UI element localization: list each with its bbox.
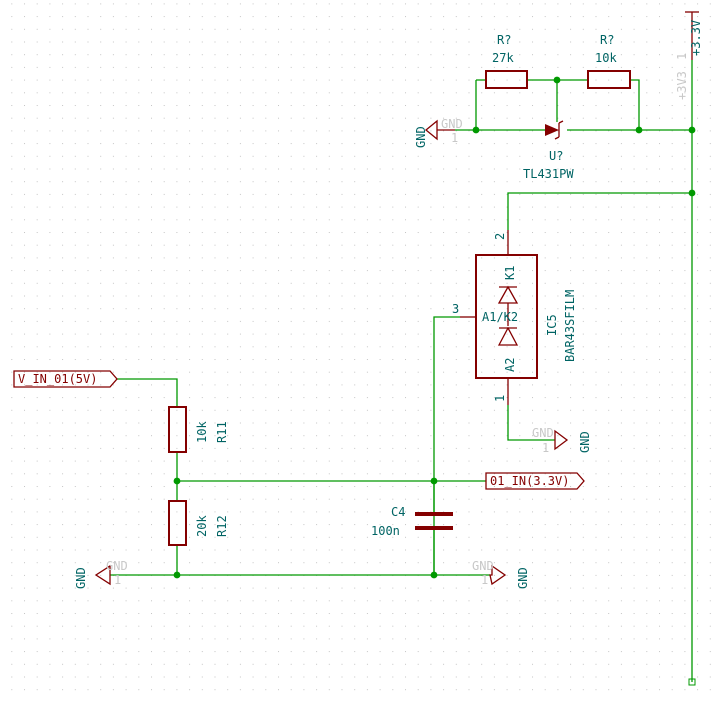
resistor-27k[interactable]: R? 27k bbox=[485, 33, 528, 89]
junction-dot bbox=[553, 76, 561, 84]
ic5-dual-diode[interactable]: K1 A1/K2 A2 2 3 1 IC5 BAR43SFILM bbox=[452, 230, 577, 405]
gnd-bottom-left-pin: 1 bbox=[114, 573, 121, 587]
ic5-value: BAR43SFILM bbox=[563, 290, 577, 362]
ic5-a2: A2 bbox=[503, 358, 517, 372]
resistor-10k-top[interactable]: R? 10k bbox=[587, 33, 631, 89]
rail-end-marker bbox=[688, 678, 696, 686]
ic5-ref: IC5 bbox=[545, 314, 559, 336]
gnd-symbol-top[interactable]: GND GND 1 bbox=[414, 117, 463, 148]
tl431-value: TL431PW bbox=[523, 167, 574, 181]
gnd-symbol-bottom-right[interactable]: GND GND 1 bbox=[472, 559, 530, 589]
ic5-k1: K1 bbox=[503, 266, 517, 280]
gnd-bottom-left-arrow bbox=[94, 564, 111, 586]
tl431-ref: U? bbox=[549, 149, 563, 163]
junction-dot bbox=[688, 126, 696, 134]
power-3v3-label: +3.3V bbox=[689, 20, 703, 56]
label-v-in-frame bbox=[13, 370, 118, 388]
label-v-in[interactable]: V_IN_01(5V) bbox=[13, 370, 118, 388]
resistor-10k-top-body bbox=[587, 70, 631, 89]
power-3v3-ref: +3V3 bbox=[675, 71, 689, 100]
resistor-r11-body bbox=[168, 406, 187, 453]
resistor-r11-ref: R11 bbox=[215, 421, 229, 443]
ic5-diode-lower bbox=[497, 326, 519, 346]
label-v-in-text: V_IN_01(5V) bbox=[18, 372, 97, 386]
junction-dot bbox=[688, 189, 696, 197]
ic5-pin3-number: 3 bbox=[452, 302, 459, 316]
label-01-in-frame bbox=[485, 472, 585, 490]
gnd-bottom-left-label: GND bbox=[74, 567, 88, 589]
resistor-r12-ref: R12 bbox=[215, 515, 229, 537]
label-01-in-text: 01_IN(3.3V) bbox=[490, 474, 569, 488]
capacitor-c4-ref: C4 bbox=[391, 505, 405, 519]
capacitor-c4[interactable]: C4 100n bbox=[371, 481, 453, 575]
gnd-top-ref: GND bbox=[441, 117, 463, 131]
tl431-shunt-reference[interactable]: U? TL431PW bbox=[523, 120, 574, 181]
gnd-top-pin: 1 bbox=[451, 131, 458, 145]
gnd-bottom-right-ref: GND bbox=[472, 559, 494, 573]
resistor-27k-value: 27k bbox=[492, 51, 514, 65]
gnd-ic5-label: GND bbox=[578, 431, 592, 453]
junction-dot bbox=[173, 477, 181, 485]
gnd-symbol-bottom-left[interactable]: GND GND 1 bbox=[74, 559, 128, 589]
tl431-diode-triangle bbox=[545, 124, 559, 136]
resistor-10k-top-ref: R? bbox=[600, 33, 614, 47]
capacitor-c4-plates bbox=[415, 512, 453, 530]
capacitor-c4-value: 100n bbox=[371, 524, 400, 538]
wire-vin bbox=[117, 378, 178, 407]
resistor-r12[interactable]: 20k R12 bbox=[168, 500, 229, 546]
ic5-pin1-number: 1 bbox=[493, 395, 507, 402]
label-01-in[interactable]: 01_IN(3.3V) bbox=[485, 472, 585, 490]
resistor-r11[interactable]: 10k R11 bbox=[168, 406, 229, 453]
junction-dot bbox=[472, 126, 480, 134]
gnd-ic5-ref: GND bbox=[532, 426, 554, 440]
resistor-27k-ref: R? bbox=[497, 33, 511, 47]
power-3v3-pin-number: 1 bbox=[675, 53, 689, 60]
gnd-top-label: GND bbox=[414, 126, 428, 148]
junction-dot bbox=[635, 126, 643, 134]
wire-ic5-pin1 bbox=[507, 405, 555, 441]
resistor-r11-value: 10k bbox=[195, 421, 209, 443]
junction-dot bbox=[173, 571, 181, 579]
ic5-pin2-number: 2 bbox=[493, 233, 507, 240]
wire-ic5-pin2 bbox=[507, 192, 692, 230]
gnd-symbol-ic5[interactable]: GND GND 1 bbox=[532, 426, 592, 455]
ic5-a1k2: A1/K2 bbox=[482, 310, 518, 324]
tl431-cathode-bar bbox=[554, 120, 564, 140]
gnd-bottom-left-ref: GND bbox=[106, 559, 128, 573]
resistor-27k-body bbox=[485, 70, 528, 89]
gnd-bottom-right-label: GND bbox=[516, 567, 530, 589]
resistor-10k-top-value: 10k bbox=[595, 51, 617, 65]
resistor-r12-value: 20k bbox=[195, 515, 209, 537]
resistor-r12-body bbox=[168, 500, 187, 546]
gnd-bottom-right-pin: 1 bbox=[481, 573, 488, 587]
wire-top-right-stub bbox=[630, 79, 640, 130]
gnd-top-arrow bbox=[424, 119, 455, 141]
wire-top-left-stub bbox=[475, 79, 486, 130]
gnd-ic5-pin: 1 bbox=[542, 441, 549, 455]
power-3v3-symbol[interactable]: +3.3V +3V3 1 bbox=[675, 11, 703, 100]
gnd-ic5-arrow bbox=[554, 429, 569, 451]
gnd-bottom-right-arrow bbox=[489, 564, 507, 586]
